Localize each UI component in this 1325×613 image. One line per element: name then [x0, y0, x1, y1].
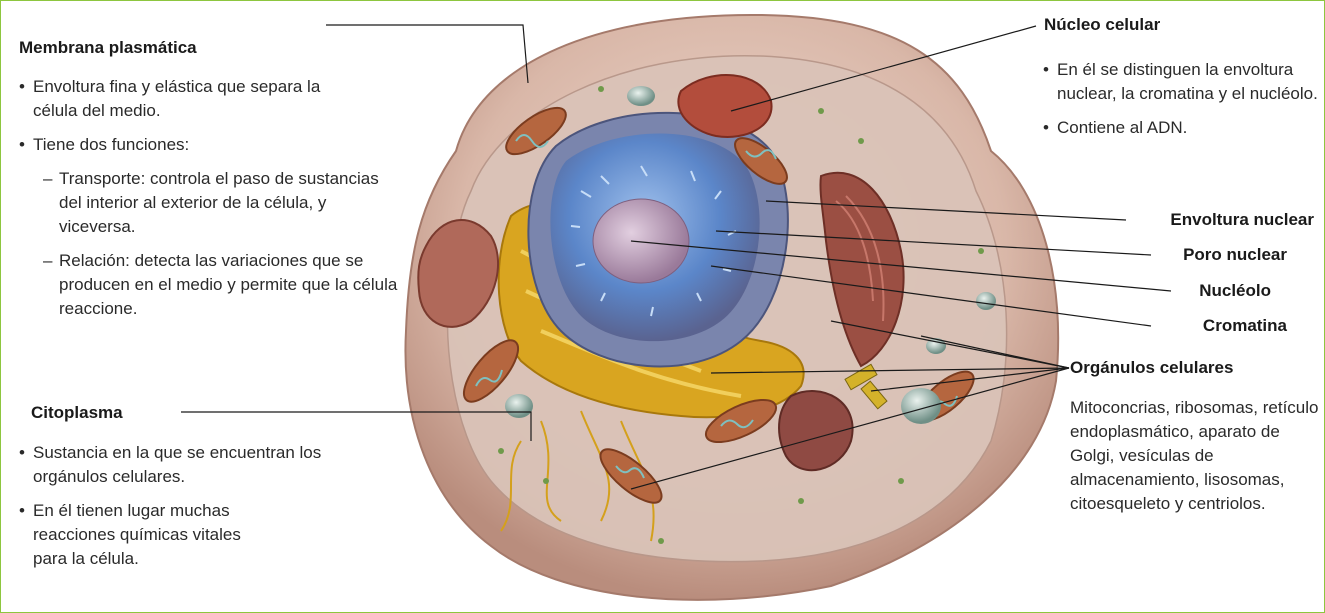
membrana-dash-2: Relación: detecta las variaciones que se… [19, 249, 404, 321]
membrana-dash-1: Transporte: controla el paso de sustanci… [19, 167, 404, 239]
membrana-text: Envoltura fina y elástica que separa la … [19, 75, 404, 331]
citoplasma-bullet-1: Sustancia en la que se encuentran los or… [19, 441, 393, 489]
label-poro-nuclear: Poro nuclear [1183, 245, 1287, 265]
nucleo-bullet-2: Contiene al ADN. [1043, 116, 1313, 140]
nucleo-title: Núcleo celular [1044, 15, 1160, 35]
organulos-description: Mitoconcrias, ribosomas, retículo endopl… [1070, 396, 1320, 516]
membrana-bullet-1: Envoltura fina y elástica que separa la … [19, 75, 363, 123]
membrana-title: Membrana plasmática [19, 38, 197, 58]
label-envoltura-nuclear: Envoltura nuclear [1170, 210, 1314, 230]
nucleo-text: En él se distinguen la envoltura nuclear… [1043, 58, 1313, 150]
citoplasma-title: Citoplasma [31, 403, 129, 423]
organulos-title: Orgánulos celulares [1070, 358, 1233, 378]
nucleolus [593, 199, 689, 283]
citoplasma-text: Sustancia en la que se encuentran los or… [19, 441, 399, 581]
nucleo-bullet-1: En él se distinguen la envoltura nuclear… [1043, 58, 1322, 106]
label-cromatina: Cromatina [1203, 316, 1287, 336]
label-nucleolo: Nucléolo [1199, 281, 1271, 301]
citoplasma-bullet-2: En él tienen lugar muchas reacciones quí… [19, 499, 263, 571]
membrana-bullet-2: Tiene dos funciones: [19, 133, 404, 157]
